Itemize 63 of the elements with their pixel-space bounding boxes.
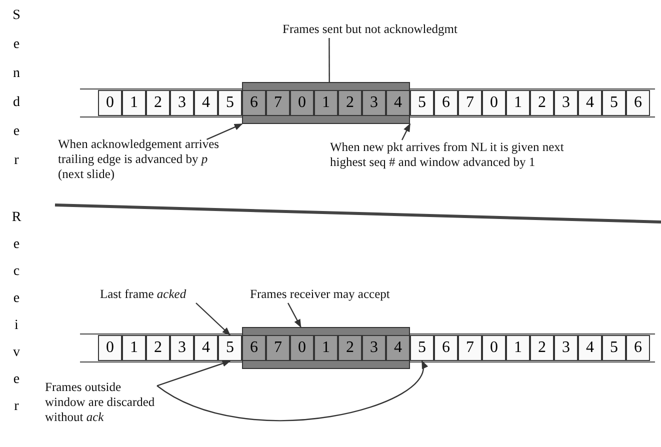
- sequence-number-cell: 1: [506, 335, 530, 361]
- sequence-number-cell: 3: [554, 90, 578, 116]
- sequence-number-cell: 7: [266, 335, 290, 361]
- annotation-text: Frames outside window are discarded without ack: [45, 380, 157, 428]
- sequence-number-cell: 1: [314, 335, 338, 361]
- sequence-number-cell: 0: [482, 90, 506, 116]
- annotation-text: Last frame acked: [100, 287, 220, 303]
- sequence-number-cell: 3: [554, 335, 578, 361]
- leader-line: [328, 38, 330, 82]
- sequence-number-cell: 0: [482, 335, 506, 361]
- sequence-number-cell: 4: [194, 90, 218, 116]
- arrow: [401, 123, 411, 140]
- sequence-number-cell: 3: [170, 90, 194, 116]
- arrow: [156, 360, 426, 422]
- sequence-number-cell: 1: [506, 90, 530, 116]
- annotation-text: When acknowledgement arrives trailing edge is advanced by p (next slide): [58, 137, 233, 185]
- sliding-window: [242, 327, 410, 369]
- sequence-number-cell: 1: [122, 335, 146, 361]
- sequence-number-cell: 6: [434, 335, 458, 361]
- sequence-number-cell: 5: [218, 335, 242, 361]
- sequence-number-cell: 3: [170, 335, 194, 361]
- arrow: [287, 302, 302, 328]
- sequence-number-cell: 1: [314, 90, 338, 116]
- annotation-text: When new pkt arrives from NL it is given next highest seq # and window advanced by 1: [330, 140, 570, 188]
- sequence-number-cell: 3: [362, 335, 386, 361]
- annotation-text: Frames sent but not acknowledgmt: [250, 22, 490, 38]
- sequence-number-cell: 4: [386, 90, 410, 116]
- vertical-label: Receiver: [8, 210, 24, 426]
- annotation-text: Frames receiver may accept: [250, 287, 440, 303]
- arrow: [206, 123, 243, 140]
- sequence-number-cell: 0: [98, 335, 122, 361]
- sequence-number-cell: 0: [290, 335, 314, 361]
- sequence-number-cell: 2: [530, 90, 554, 116]
- sequence-number-cell: 3: [362, 90, 386, 116]
- sequence-number-cell: 2: [146, 90, 170, 116]
- sequence-number-cell: 5: [410, 90, 434, 116]
- arrow: [196, 302, 231, 336]
- sequence-number-cell: 6: [242, 90, 266, 116]
- sequence-number-cell: 4: [578, 335, 602, 361]
- sequence-number-cell: 7: [458, 90, 482, 116]
- sequence-number-cell: 6: [626, 90, 650, 116]
- sequence-number-cell: 5: [602, 335, 626, 361]
- sequence-number-cell: 4: [386, 335, 410, 361]
- sequence-number-cell: 7: [458, 335, 482, 361]
- arrow: [156, 360, 231, 386]
- sequence-number-cell: 7: [266, 90, 290, 116]
- sliding-window: [242, 82, 410, 124]
- sequence-number-cell: 5: [602, 90, 626, 116]
- sequence-number-cell: 6: [626, 335, 650, 361]
- sequence-number-cell: 6: [434, 90, 458, 116]
- sequence-number-cell: 2: [530, 335, 554, 361]
- sequence-number-cell: 0: [98, 90, 122, 116]
- vertical-label: Sender: [8, 8, 24, 182]
- sequence-number-cell: 1: [122, 90, 146, 116]
- sequence-number-cell: 0: [290, 90, 314, 116]
- sequence-number-cell: 6: [242, 335, 266, 361]
- sequence-number-cell: 4: [578, 90, 602, 116]
- sequence-number-cell: 2: [338, 335, 362, 361]
- sequence-number-cell: 4: [194, 335, 218, 361]
- sequence-number-cell: 2: [338, 90, 362, 116]
- sequence-number-cell: 2: [146, 335, 170, 361]
- sequence-number-cell: 5: [410, 335, 434, 361]
- sequence-number-cell: 5: [218, 90, 242, 116]
